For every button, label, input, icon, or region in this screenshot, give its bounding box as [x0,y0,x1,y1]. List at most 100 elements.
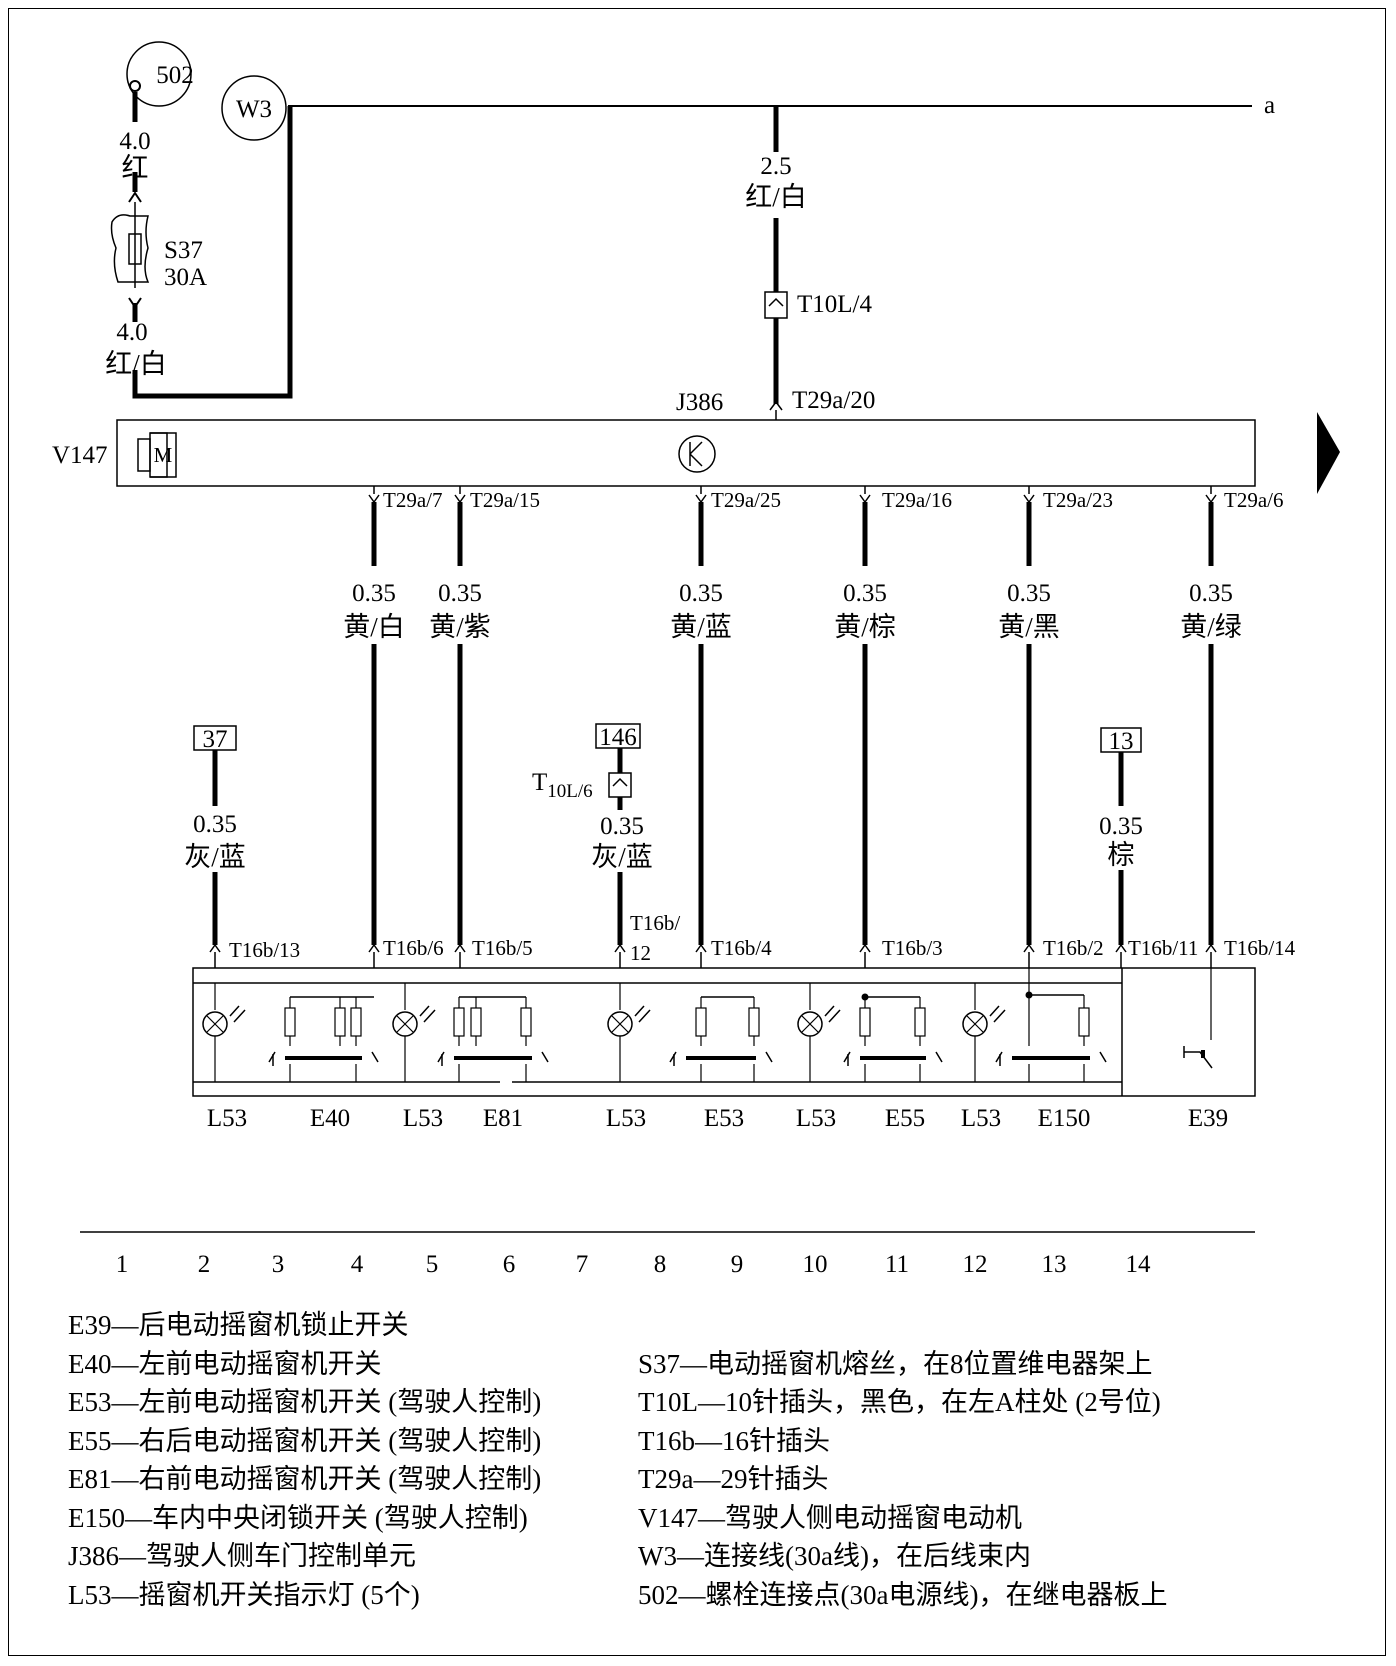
light-rays-icon [229,1005,246,1023]
conn-t10l4: T10L/4 [797,291,872,318]
page-frame [8,8,1386,1656]
pin-3: T29a/25 [711,488,781,512]
switch-contact [669,1051,773,1063]
pin-wire-size: 0.35 [1189,580,1233,607]
wiring-diagram: 502 W3 a 4.0 红 S37 30A 4.0 红/白 2.5 红/白 T… [52,41,1340,1278]
grid-number: 12 [963,1251,988,1278]
resistor-icon [350,1007,362,1037]
pin-5: T29a/23 [1043,488,1113,512]
pin-wire-color: 黄/黑 [998,612,1060,642]
lamp-cross [801,1015,819,1033]
arrow-icon [209,943,221,953]
t16b-label: T16b/5 [472,936,533,960]
light-rays-icon [634,1005,651,1023]
lamp-cross [966,1015,984,1033]
grid-number: 5 [426,1251,439,1278]
electronic-symbol [678,435,716,473]
component-l53: L53 [961,1105,1001,1132]
fuse-s37 [128,233,142,265]
legend-item: E55—右后电动摇窗机开关 (驾驶人控制) [68,1425,542,1456]
grid-number: 4 [351,1251,364,1278]
fuse-rating: 30A [164,264,207,291]
component-l53: L53 [207,1105,247,1132]
grid-number: 14 [1126,1251,1152,1278]
motor-letter: M [154,443,173,467]
legend-item: S37—电动摇窗机熔丝，在8位置维电器架上 [638,1348,1153,1379]
pin-1: T29a/7 [383,488,442,512]
grid-number: 10 [803,1251,828,1278]
legend-item: E39—后电动摇窗机锁止开关 [68,1310,409,1340]
legend-item: 502—螺栓连接点(30a电源线)，在继电器板上 [638,1579,1168,1610]
t16b-label: T16b/ [630,911,680,935]
pin-wire-size: 0.35 [1007,580,1051,607]
grid-number: 2 [198,1251,211,1278]
t16b-label: T16b/6 [383,936,444,960]
label-a: a [1264,92,1275,119]
ref-13: 13 [1109,728,1134,755]
legend-item: E150—车内中央闭锁开关 (驾驶人控制) [68,1502,528,1533]
t16b-label: T16b/13 [229,938,300,962]
t16b-label: T16b/4 [711,936,772,960]
component-l53: L53 [403,1105,443,1132]
legend-item: V147—驾驶人侧电动摇窗电动机 [638,1502,1022,1533]
pin-wire-color: 黄/棕 [834,612,896,642]
node-502-circle [126,41,192,107]
grid-number: 8 [654,1251,667,1278]
j386-control-unit [116,419,1256,487]
t16b-label: T16b/11 [1128,936,1198,960]
conn-t10l6: T10L/6 [532,769,593,802]
pin-wire-color: 黄/蓝 [670,612,732,642]
switch-contact [437,1051,549,1063]
wire3-size: 2.5 [760,153,791,180]
t16b-label: T16b/2 [1043,936,1104,960]
arrow-icon [612,777,628,787]
w3-wire [132,106,293,399]
label-j386: J386 [676,389,723,416]
arrow-icon [1023,494,1035,504]
pin-wire-size: 0.35 [352,580,396,607]
connector-t10l-6 [608,772,632,798]
mid-feed-color: 灰/蓝 [591,842,653,872]
resistor-icon [520,1007,532,1037]
arrow-icon [1205,943,1217,953]
resistor-icon [284,1007,296,1037]
grid-number: 1 [116,1251,129,1278]
component-e55: E55 [885,1105,925,1132]
grid-number: 6 [503,1251,516,1278]
legend-item: T10L—10针插头，黑色，在左A柱处 (2号位) [638,1387,1161,1417]
t16b-label: 12 [630,941,651,965]
pin-t29a20: T29a/20 [792,387,875,414]
right-feed-size: 0.35 [1099,813,1143,840]
grid-number: 3 [272,1251,285,1278]
conn-t10l6-sub: 10L/6 [547,781,592,802]
light-rays-icon [419,1005,436,1023]
arrow-icon [454,494,466,504]
grid-number: 7 [576,1251,589,1278]
resistor-icon [334,1007,346,1037]
arrow-icon [1115,943,1127,953]
light-rays-icon [824,1005,841,1023]
legend-item: L53—摇窗机开关指示灯 (5个) [68,1579,420,1610]
wire2-color: 红/白 [105,349,167,379]
pin-wire-color: 黄/白 [343,612,405,642]
switch-module-box [192,967,1256,1097]
legend-item: J386—驾驶人侧车门控制单元 [68,1541,417,1571]
pin-wire-size: 0.35 [843,580,887,607]
arrow-icon [454,943,466,953]
light-rays-icon [989,1005,1006,1023]
switch-contact [995,1051,1107,1063]
resistor-icon [748,1007,760,1037]
component-l53: L53 [796,1105,836,1132]
continue-arrow-icon [1317,412,1340,494]
resistor-icon [470,1007,482,1037]
legend-right: S37—电动摇窗机熔丝，在8位置维电器架上 T10L—10针插头，黑色，在左A柱处… [638,1345,1167,1615]
pin-wire-size: 0.35 [679,580,723,607]
pin-wire-color: 黄/绿 [1180,612,1242,642]
arrow-icon [368,943,380,953]
switch-contact [843,1051,943,1063]
component-e81: E81 [483,1105,523,1132]
pin-4: T29a/16 [882,488,952,512]
arrow-icon [1205,494,1217,504]
resistor-icon [453,1007,465,1037]
